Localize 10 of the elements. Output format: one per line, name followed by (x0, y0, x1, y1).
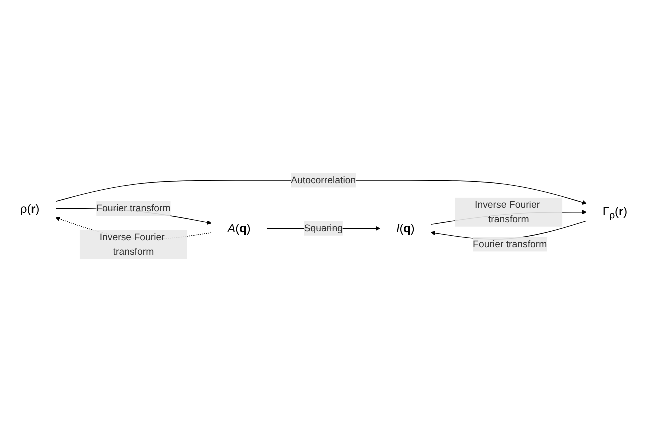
edge-label: Autocorrelation (291, 174, 356, 186)
edge-label: Squaring (304, 222, 343, 234)
edge-label: Fourier transform (473, 238, 548, 250)
edge-label: Inverse Fourier transform (475, 199, 540, 224)
node-text: Γ$_{ρ}$(r) (602, 204, 628, 220)
edge-label: Inverse Fourier transform (100, 232, 165, 257)
node-text: ρ(r) (20, 202, 40, 216)
node-text: A(q) (228, 222, 251, 236)
node-text: I(q) (396, 222, 415, 236)
edge-label: Fourier transform (96, 202, 171, 214)
